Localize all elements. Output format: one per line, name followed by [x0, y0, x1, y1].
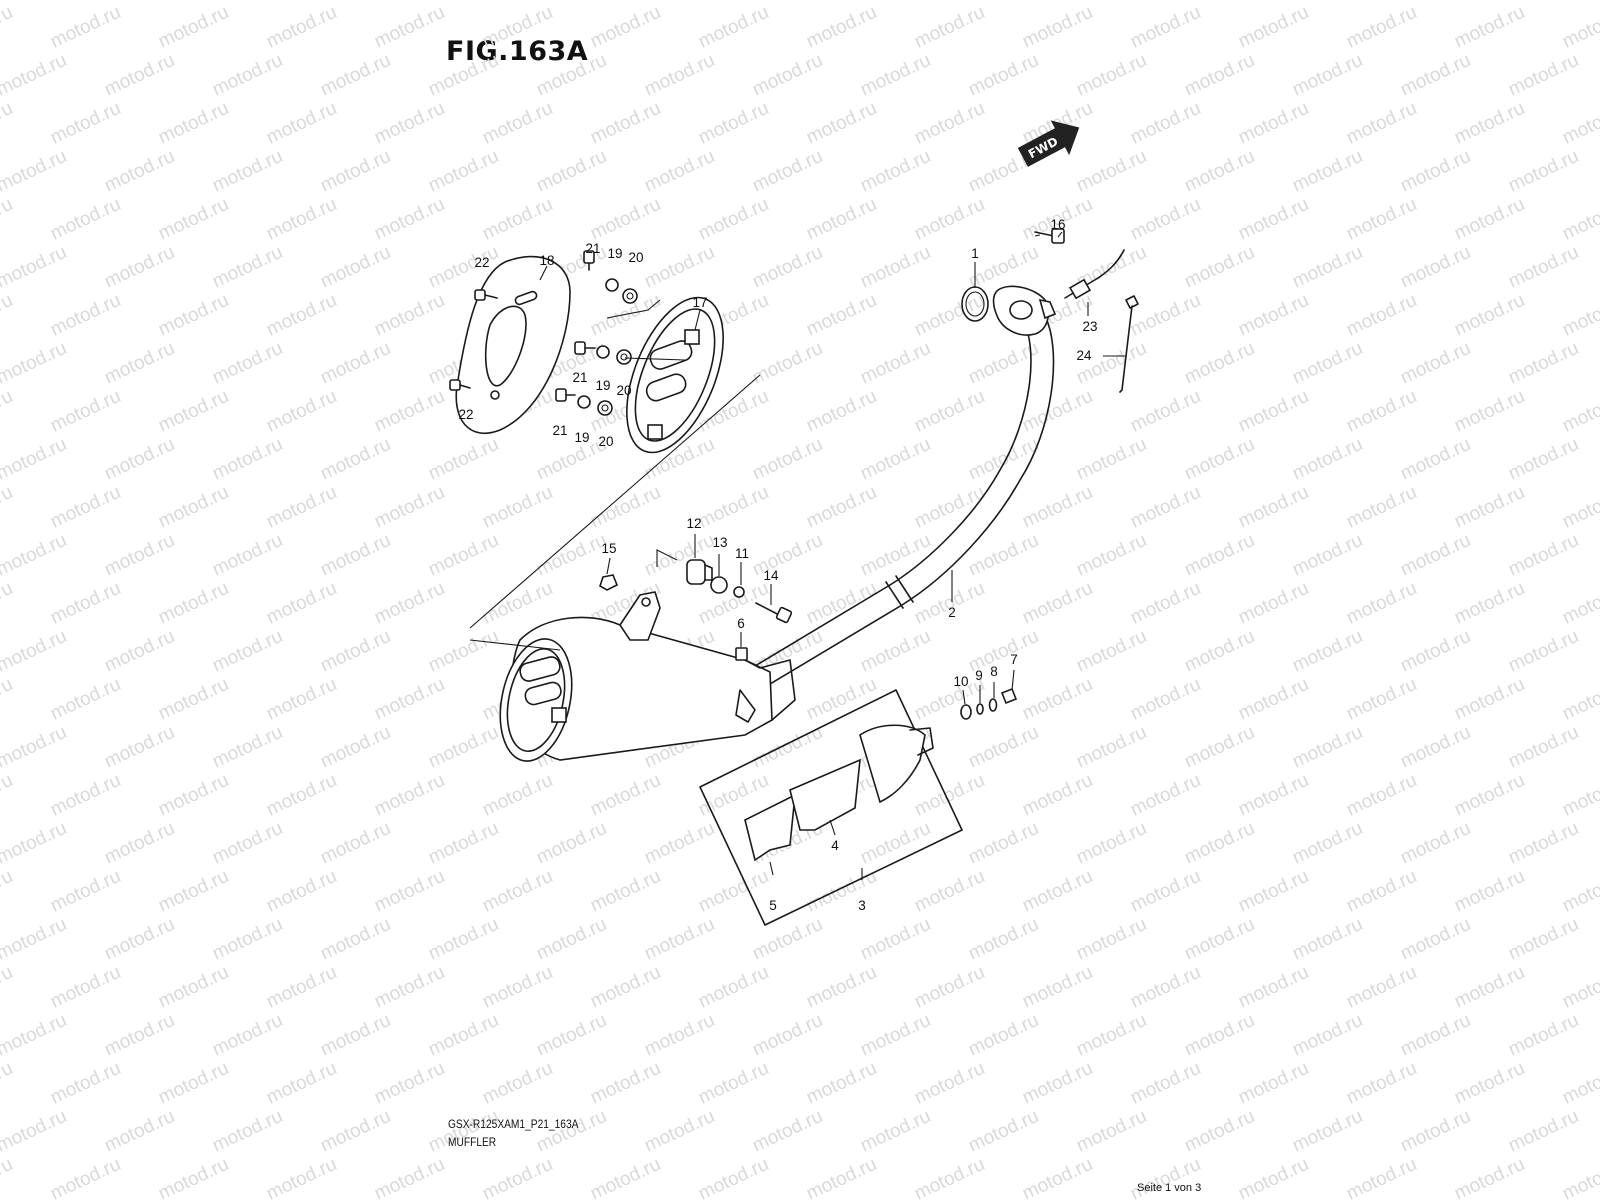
nut-20-top: [622, 288, 638, 304]
washer-19-low: [577, 395, 591, 409]
callout-3: 3: [858, 898, 866, 913]
callout-22-low: 22: [458, 407, 473, 422]
washer-19-top: [605, 278, 619, 292]
callout-23: 23: [1082, 319, 1097, 334]
callout-10: 10: [953, 674, 968, 689]
muffler-cover: [455, 255, 571, 435]
callout-17: 17: [692, 295, 707, 310]
bush-13: [710, 576, 728, 594]
callout-20-low: 20: [598, 434, 613, 449]
muffler-end-cap: [626, 296, 724, 454]
washer-11: [733, 586, 745, 598]
nut-20-low: [597, 400, 613, 416]
exhaust-pipe: [744, 317, 1055, 691]
nut-6: [735, 647, 748, 661]
callout-5: 5: [769, 898, 777, 913]
callout-18: 18: [539, 253, 554, 268]
callout-9: 9: [975, 668, 983, 683]
callout-8: 8: [990, 664, 998, 679]
bolt-21-top: [583, 250, 595, 271]
callout-21-mid: 21: [572, 370, 587, 385]
o2-sensor: [1064, 249, 1125, 300]
callout-21-low: 21: [552, 423, 567, 438]
nut-20-mid: [616, 349, 632, 365]
callout-19-top: 19: [607, 246, 622, 261]
screw-22-top: [474, 289, 498, 301]
callout-22-top: 22: [474, 255, 489, 270]
callout-1: 1: [971, 246, 979, 261]
heat-shield-assembly: [699, 689, 963, 926]
callout-20-mid: 20: [616, 383, 631, 398]
washer-19-mid: [596, 345, 610, 359]
callout-15: 15: [601, 541, 616, 556]
washer-9: [976, 703, 984, 715]
figure-title: FIG.163A: [446, 36, 589, 67]
callout-16: 16: [1050, 217, 1065, 232]
cable-clamp: [1119, 295, 1139, 393]
bolt-14: [755, 602, 793, 624]
callout-2: 2: [948, 605, 956, 620]
washer-8: [988, 698, 998, 712]
callout-19-mid: 19: [595, 378, 610, 393]
document-code: GSX-R125XAM1_P21_163A: [448, 1117, 579, 1131]
callout-14: 14: [763, 568, 779, 583]
callout-13: 13: [712, 535, 727, 550]
callout-20-top: 20: [628, 250, 643, 265]
callout-21-top: 21: [585, 241, 600, 256]
bolt-21-low: [555, 388, 576, 402]
page-indicator: Seite 1 von 3: [1137, 1182, 1202, 1194]
screw-22-low: [449, 379, 471, 391]
section-name: MUFFLER: [448, 1135, 497, 1149]
muffler-body: [499, 616, 796, 762]
callout-4: 4: [831, 838, 839, 853]
bolt-7: [1000, 687, 1018, 705]
leader-lines: [539, 231, 1126, 880]
callout-24: 24: [1076, 348, 1092, 363]
bolt-21-mid: [574, 341, 596, 355]
grommet-10: [960, 704, 972, 720]
mount-bracket: [619, 591, 661, 641]
callout-19-low: 19: [574, 430, 589, 445]
collar-12: [686, 559, 713, 585]
callout-12: 12: [686, 516, 701, 531]
exhaust-flange: [992, 285, 1057, 336]
callout-6: 6: [737, 616, 745, 631]
callout-11: 11: [735, 546, 749, 561]
nut-15: [599, 574, 619, 591]
callout-7: 7: [1010, 652, 1018, 667]
